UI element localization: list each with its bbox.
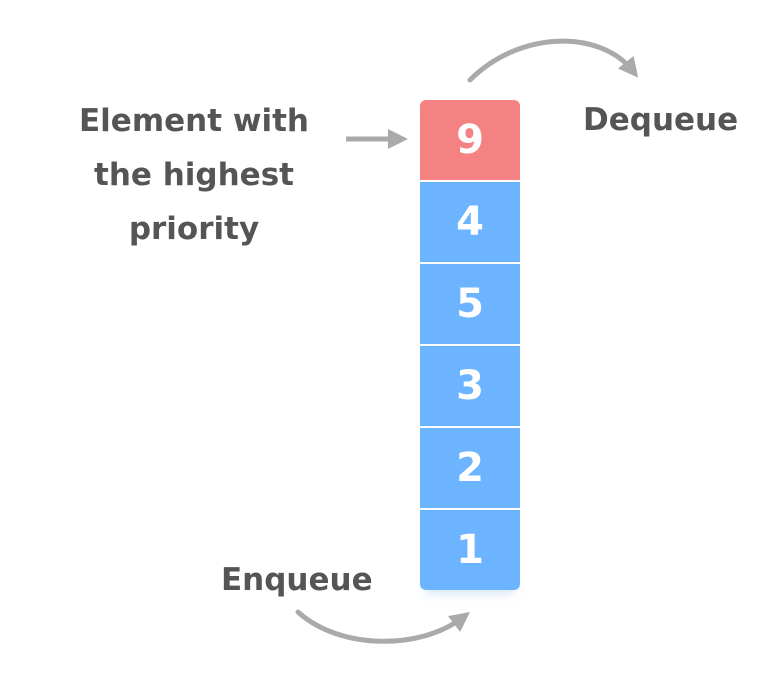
queue-cell: 2 xyxy=(420,426,520,508)
highest-priority-label: Element with the highest priority xyxy=(79,103,309,247)
dequeue-label: Dequeue xyxy=(583,102,739,138)
enqueue-curved-arrow-icon xyxy=(295,609,470,644)
queue-cell: 1 xyxy=(420,508,520,590)
queue-cell: 4 xyxy=(420,180,520,262)
enqueue-label: Enqueue xyxy=(221,562,373,598)
dequeue-curved-arrow-icon xyxy=(467,38,639,83)
queue-cell: 5 xyxy=(420,262,520,344)
queue-cell-highest: 9 xyxy=(420,100,520,180)
queue-cell: 3 xyxy=(420,344,520,426)
priority-queue: 9 4 5 3 2 1 xyxy=(420,100,520,590)
